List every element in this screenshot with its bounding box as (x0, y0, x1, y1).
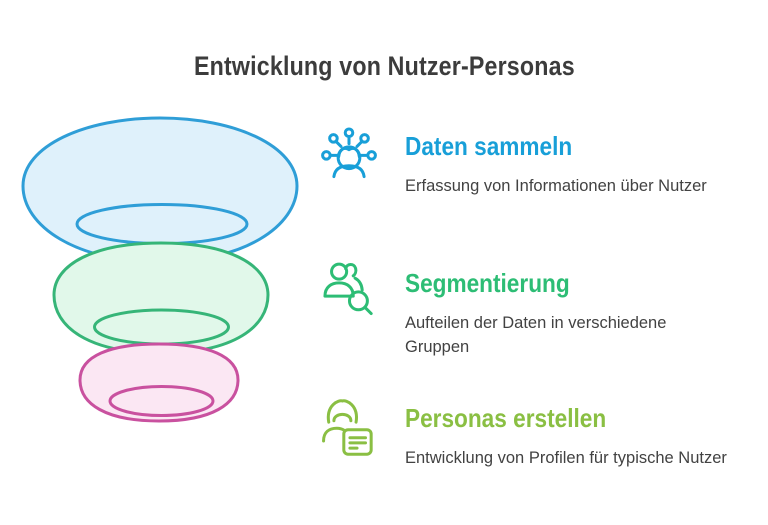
page-title: Entwicklung von Nutzer-Personas (0, 46, 768, 83)
step-description: Erfassung von Informationen über Nutzer (405, 177, 707, 195)
step-text-block: Daten sammeln Erfassung von Informatione… (405, 118, 707, 198)
step-heading: Personas erstellen (405, 403, 607, 433)
funnel-top-shape (21, 116, 299, 264)
funnel-bottom-opening (108, 385, 215, 417)
funnel-level-bottom (78, 342, 240, 423)
step-description: Entwicklung von Profilen für typische Nu… (405, 449, 727, 467)
person-profile-document-icon (316, 390, 382, 460)
funnel-middle-shape (52, 241, 270, 355)
step-personas-erstellen: Personas erstellen Entwicklung von Profi… (316, 390, 727, 470)
funnel-level-top (21, 116, 299, 264)
step-segmentierung: Segmentierung Aufteilen der Daten in ver… (316, 255, 705, 359)
person-data-network-icon (316, 118, 382, 188)
page-title-text: Entwicklung von Nutzer-Personas (193, 51, 575, 81)
step-heading: Segmentierung (405, 268, 570, 298)
user-group-magnifier-icon (316, 255, 382, 325)
funnel-bottom-shape (78, 342, 240, 423)
step-description: Aufteilen der Daten in verschiedene Grup… (405, 314, 667, 356)
step-text-block: Personas erstellen Entwicklung von Profi… (405, 390, 727, 470)
funnel-level-middle (52, 241, 270, 355)
step-heading: Daten sammeln (405, 131, 573, 161)
funnel-diagram (21, 116, 299, 423)
step-daten-sammeln: Daten sammeln Erfassung von Informatione… (316, 118, 707, 198)
step-text-block: Segmentierung Aufteilen der Daten in ver… (405, 255, 705, 359)
